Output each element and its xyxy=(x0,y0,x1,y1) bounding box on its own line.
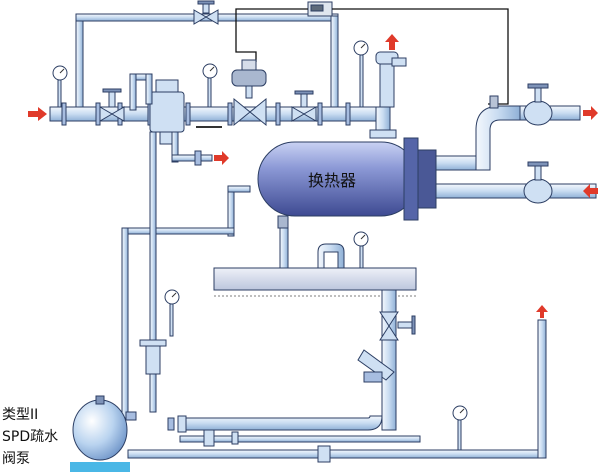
control-line xyxy=(235,8,509,105)
discharge-pressure-gauge xyxy=(452,405,468,451)
outlet-pressure-gauge xyxy=(353,40,369,108)
control-valve[interactable] xyxy=(231,59,267,127)
return-arrow-icon xyxy=(536,305,548,318)
cold-water-inlet-pipe xyxy=(435,183,597,199)
inlet-loop xyxy=(129,73,153,111)
condensate-drop-pipe xyxy=(139,131,167,413)
inlet-gate-valve[interactable] xyxy=(99,88,125,122)
strainer[interactable] xyxy=(149,79,185,145)
temperature-controller[interactable] xyxy=(307,1,333,17)
tank-drain-valve[interactable] xyxy=(379,311,416,341)
cold-water-valve[interactable] xyxy=(523,161,553,204)
pump-discharge-line xyxy=(127,319,547,459)
hot-water-valve[interactable] xyxy=(523,83,553,126)
heat-exchanger-vessel xyxy=(257,137,437,229)
tank-feed-pipe xyxy=(279,227,345,269)
steam-inlet-arrow-icon xyxy=(28,107,47,121)
cold-water-inlet-arrow-icon xyxy=(583,184,598,198)
trap-pressure-gauge xyxy=(164,289,180,337)
relief-vent-arrow-icon xyxy=(385,34,399,50)
scale-marker xyxy=(196,126,222,128)
heat-exchanger-label: 换热器 xyxy=(308,171,356,190)
tank-drain-leg xyxy=(177,289,397,431)
safety-valve[interactable] xyxy=(375,51,407,108)
hot-water-outlet-arrow-icon xyxy=(583,106,598,120)
tank-pressure-gauge xyxy=(353,231,369,269)
outlet-gate-valve[interactable] xyxy=(291,90,317,122)
pump-label-line2: SPD疏水 xyxy=(2,429,58,445)
drain-arrow-icon xyxy=(214,151,229,165)
pump-inlet-valve[interactable] xyxy=(167,415,187,433)
pump-label-line3: 阀泵 xyxy=(2,451,30,467)
spd-pump xyxy=(70,395,137,472)
discharge-valves[interactable] xyxy=(203,429,331,463)
bypass-valve[interactable] xyxy=(193,0,219,25)
vessel-vent-pipe xyxy=(121,185,251,419)
pump-label-line1: 类型II xyxy=(2,407,38,423)
hot-water-thermometer xyxy=(489,95,499,109)
y-strainer[interactable] xyxy=(357,349,395,383)
drain-branch xyxy=(171,131,213,166)
inlet-pressure-gauge xyxy=(52,65,68,108)
strainer-pressure-gauge xyxy=(202,63,218,108)
hot-water-outlet-pipe xyxy=(435,105,581,171)
